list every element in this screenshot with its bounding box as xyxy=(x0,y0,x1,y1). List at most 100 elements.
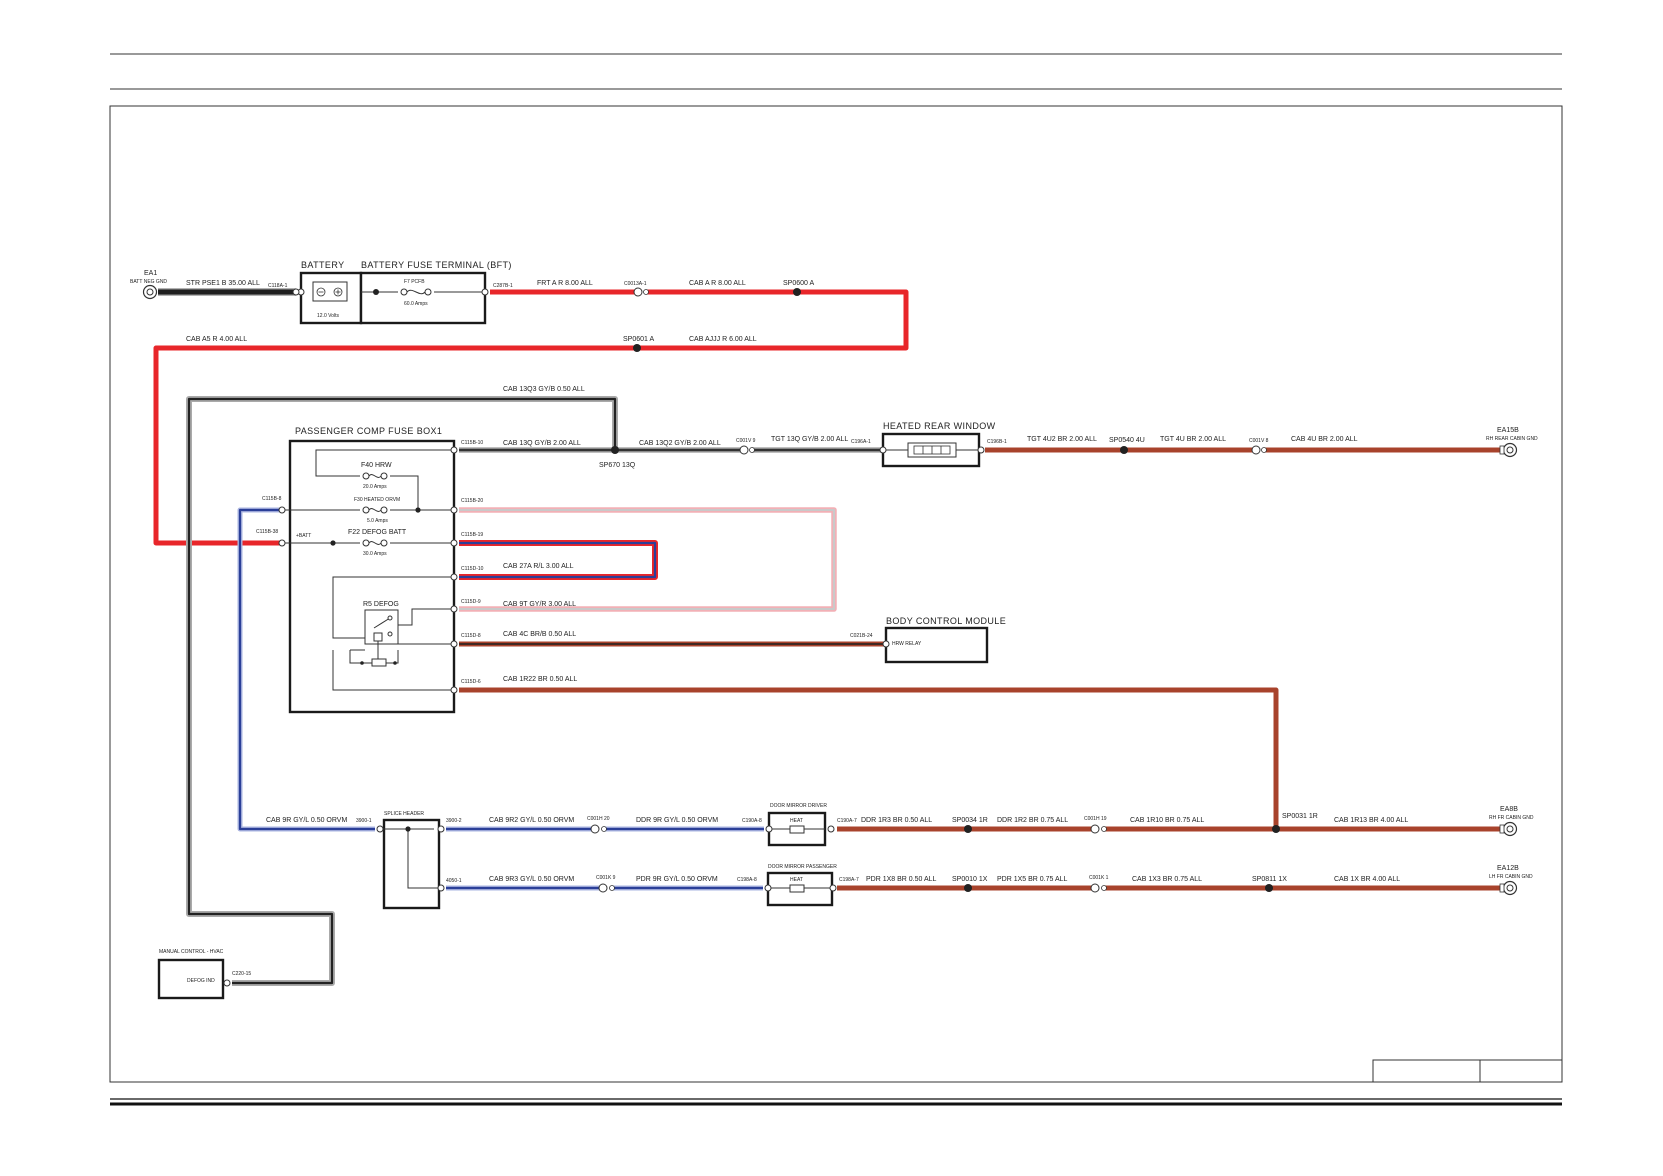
wire-cab-ar8: CAB A R 8.00 ALL xyxy=(689,280,746,287)
conn-c220-15: C220-15 xyxy=(232,971,251,977)
conn-c118a1: C118A-1 xyxy=(268,283,288,289)
conn-c001k1: C001K 1 xyxy=(1089,875,1109,881)
bcm-pin: HRW RELAY xyxy=(892,641,922,647)
battery-fuse-terminal: BATTERY FUSE TERMINAL (BFT) F7 PCFB 60.0… xyxy=(359,260,512,325)
battery-title: BATTERY xyxy=(301,260,344,270)
wire-str: STR PSE1 B 35.00 ALL xyxy=(186,280,260,287)
label-sp0600: SP0600 A xyxy=(783,280,814,287)
splice-sp0601 xyxy=(633,344,641,352)
conn-c001k9: C001K 9 xyxy=(596,875,616,881)
conn-c001h19: C001H 19 xyxy=(1084,816,1107,822)
conn-4050-1: 4050-1 xyxy=(446,878,462,884)
wire-ddr9r: DDR 9R GY/L 0.50 ORVM xyxy=(636,817,718,824)
conn-c198a8: C198A-8 xyxy=(737,877,757,883)
wire-frt: FRT A R 8.00 ALL xyxy=(537,280,593,287)
wire-4u2: TGT 4U2 BR 2.00 ALL xyxy=(1027,436,1097,443)
conn-c115b38: C115B-38 xyxy=(256,529,278,535)
label-sp0031: SP0031 1R xyxy=(1282,813,1318,820)
wire-13q: CAB 13Q GY/B 2.00 ALL xyxy=(503,440,581,447)
f40-label: F40 HRW xyxy=(361,462,392,469)
splice-title: SPLICE HEADER xyxy=(384,811,424,817)
conn-c021b24: C021B-24 xyxy=(850,633,873,639)
hrw-title: HEATED REAR WINDOW xyxy=(883,421,996,431)
splice-sp0600 xyxy=(793,288,801,296)
wire-cab-a5: CAB A5 R 4.00 ALL xyxy=(186,336,247,343)
wire-1x5: PDR 1X5 BR 0.75 ALL xyxy=(997,876,1068,883)
body-control-module: BODY CONTROL MODULE HRW RELAY xyxy=(882,616,1006,664)
label-sp0010: SP0010 1X xyxy=(952,876,988,883)
ea15b-ground: EA15B RH REAR CABIN GND xyxy=(1486,427,1538,458)
splice-sp0010 xyxy=(964,884,972,892)
mirror-driver-title: DOOR MIRROR DRIVER xyxy=(770,803,827,809)
door-mirror-driver: DOOR MIRROR DRIVER HEAT xyxy=(765,803,835,847)
wire-9t: CAB 9T GY/R 3.00 ALL xyxy=(503,601,576,608)
conn-c190a7: C190A-7 xyxy=(837,818,857,824)
ea1-label: EA1 xyxy=(144,270,157,277)
wire-4u: TGT 4U BR 2.00 ALL xyxy=(1160,436,1226,443)
door-mirror-passenger: DOOR MIRROR PASSENGER HEAT xyxy=(764,864,837,907)
conn-c287b1: C287B-1 xyxy=(493,283,513,289)
label-sp0601: SP0601 A xyxy=(623,336,654,343)
ea15b-desc: RH REAR CABIN GND xyxy=(1486,436,1538,442)
conn-c0013a1: C0013A-1 xyxy=(624,281,647,287)
mirror-passenger-heat: HEAT xyxy=(790,877,803,883)
conn-c001v9: C001V 9 xyxy=(736,438,756,444)
splice-sp0034 xyxy=(964,825,972,833)
battery: BATTERY 12.0 Volts xyxy=(297,260,363,325)
wire-13q3: CAB 13Q3 GY/B 0.50 ALL xyxy=(503,386,585,393)
mirror-passenger-title: DOOR MIRROR PASSENGER xyxy=(768,864,837,870)
conn-c115d8: C115D-8 xyxy=(461,633,481,639)
wire-1r22-brown xyxy=(459,687,1279,830)
label-sp0034: SP0034 1R xyxy=(952,817,988,824)
connector-labels: C118A-1 C287B-1 C0013A-1 C115B-10 C115B-… xyxy=(232,281,1269,977)
conn-c196a1: C196A-1 xyxy=(851,439,871,445)
conn-c115d10: C115D-10 xyxy=(461,566,484,572)
wire-1x3: CAB 1X3 BR 0.75 ALL xyxy=(1132,876,1202,883)
fuse-box-title: PASSENGER COMP FUSE BOX1 xyxy=(295,426,442,436)
conn-3900-1: 3900-1 xyxy=(356,818,372,824)
wire-27a-red-blue xyxy=(459,540,658,580)
conn-c001v8: C001V 8 xyxy=(1249,438,1269,444)
hvac-pin: DEFOG IND xyxy=(187,978,215,984)
splice-sp0031 xyxy=(1272,825,1280,833)
conn-c001h20: C001H 20 xyxy=(587,816,610,822)
ea12b-desc: LH FR CABIN GND xyxy=(1489,874,1533,880)
ea12b-ground: EA12B LH FR CABIN GND xyxy=(1489,865,1533,896)
bcm-title: BODY CONTROL MODULE xyxy=(886,616,1006,626)
f30-label: F30 HEATED ORVM xyxy=(354,497,400,503)
wire-cab-ajjj: CAB AJJJ R 6.00 ALL xyxy=(689,336,757,343)
heated-rear-window: HEATED REAR WINDOW xyxy=(879,421,996,468)
battery-voltage: 12.0 Volts xyxy=(317,313,339,319)
wire-1r10: CAB 1R10 BR 0.75 ALL xyxy=(1130,817,1204,824)
conn-c115d6: C115D-6 xyxy=(461,679,481,685)
wire-labels: STR PSE1 B 35.00 ALL FRT A R 8.00 ALL CA… xyxy=(186,280,1408,883)
page-frame xyxy=(109,53,1563,1106)
passenger-comp-fuse-box: PASSENGER COMP FUSE BOX1 F40 HRW 20.0 Am… xyxy=(278,426,458,714)
relay-label: R5 DEFOG xyxy=(363,601,399,608)
conn-c115b19: C115B-19 xyxy=(461,532,483,538)
conn-c115b20: C115B-20 xyxy=(461,498,483,504)
wire-cab4u: CAB 4U BR 2.00 ALL xyxy=(1291,436,1358,443)
conn-c115d9: C115D-9 xyxy=(461,599,481,605)
wire-9t-gray-red xyxy=(459,507,837,612)
wire-27a: CAB 27A R/L 3.00 ALL xyxy=(503,563,574,570)
conn-c190a8: C190A-8 xyxy=(742,818,762,824)
batt-label: +BATT xyxy=(296,533,311,539)
wire-1r22: CAB 1R22 BR 0.50 ALL xyxy=(503,676,577,683)
ea1-ground: EA1 BATT NEG GND xyxy=(130,270,167,300)
ea12b-label: EA12B xyxy=(1497,865,1519,872)
wire-1x8: PDR 1X8 BR 0.50 ALL xyxy=(866,876,937,883)
conn-3900-2: 3900-2 xyxy=(446,818,462,824)
manual-control-hvac: MANUAL CONTROL - HVAC DEFOG IND xyxy=(157,949,231,1000)
label-sp0811: SP0811 1X xyxy=(1252,876,1287,883)
conn-c115b10: C115B-10 xyxy=(461,440,483,446)
bft-amps: 60.0 Amps xyxy=(404,301,428,307)
conn-c115b8: C115B-8 xyxy=(262,496,282,502)
splice-sp0540 xyxy=(1120,446,1128,454)
wire-tgt13q: TGT 13Q GY/B 2.00 ALL xyxy=(771,436,848,443)
bft-title: BATTERY FUSE TERMINAL (BFT) xyxy=(361,260,512,270)
wire-1r3: DDR 1R3 BR 0.50 ALL xyxy=(861,817,932,824)
conn-c196b1: C196B-1 xyxy=(987,439,1007,445)
hvac-title: MANUAL CONTROL - HVAC xyxy=(159,949,224,955)
